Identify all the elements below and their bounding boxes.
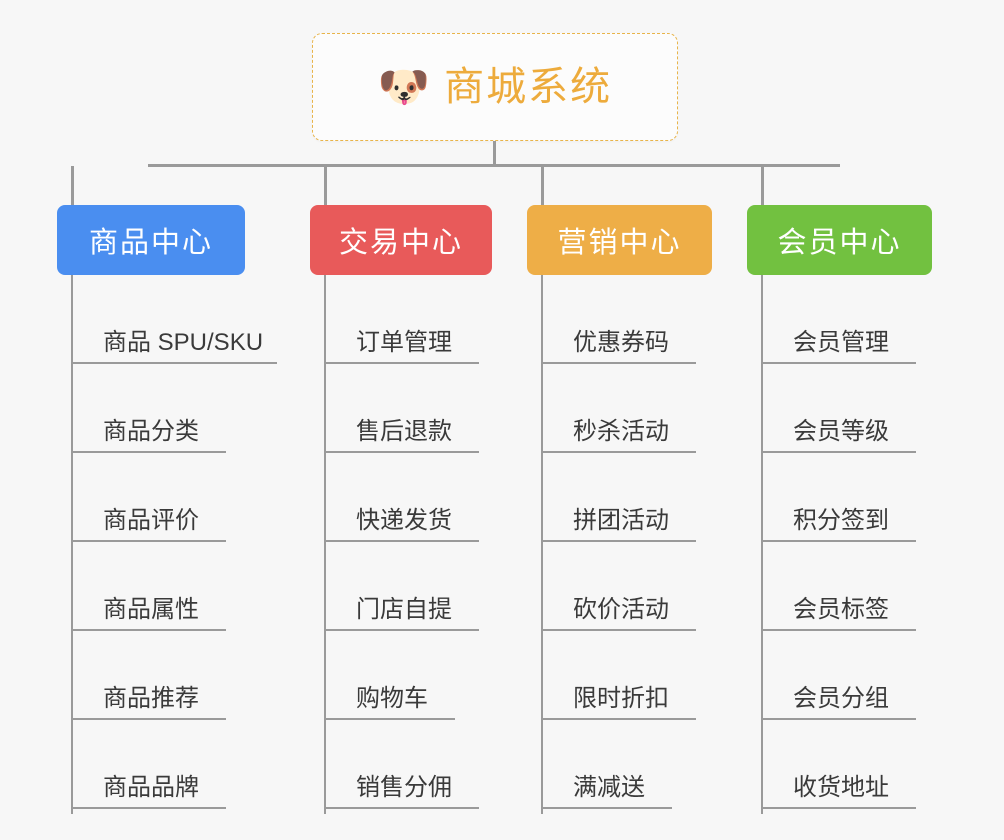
leaf-item-label: 门店自提 <box>356 595 452 623</box>
leaf-item[interactable]: 会员等级 <box>761 364 977 453</box>
leaf-item-label: 快递发货 <box>356 506 452 534</box>
leaf-item-label: 砍价活动 <box>573 595 669 623</box>
leaf-item-underline <box>761 362 916 364</box>
leaf-item-label: 优惠券码 <box>573 328 669 356</box>
leaf-item[interactable]: 秒杀活动 <box>541 364 757 453</box>
leaf-item-label: 会员等级 <box>793 417 889 445</box>
leaf-item-underline <box>71 540 226 542</box>
leaf-item-underline <box>324 362 479 364</box>
leaf-item[interactable]: 积分签到 <box>761 453 977 542</box>
category-spine-1 <box>324 275 326 814</box>
leaf-item[interactable]: 优惠券码 <box>541 275 757 364</box>
leaf-item-label: 商品品牌 <box>103 773 199 801</box>
leaf-item[interactable]: 商品品牌 <box>71 720 287 809</box>
leaf-item[interactable]: 商品推荐 <box>71 631 287 720</box>
leaf-item[interactable]: 销售分佣 <box>324 720 540 809</box>
leaf-item-underline <box>324 629 479 631</box>
leaf-item-underline <box>761 807 916 809</box>
leaf-item[interactable]: 订单管理 <box>324 275 540 364</box>
leaf-item[interactable]: 拼团活动 <box>541 453 757 542</box>
leaf-item-underline <box>761 718 916 720</box>
leaf-item-label: 满减送 <box>573 773 645 801</box>
leaf-item[interactable]: 商品属性 <box>71 542 287 631</box>
leaf-item-underline <box>541 451 696 453</box>
category-header-1[interactable]: 交易中心 <box>310 205 492 275</box>
category-drop-connector-2 <box>541 166 544 206</box>
leaf-item-underline <box>324 540 479 542</box>
horizontal-bus-connector <box>148 164 840 167</box>
leaf-item[interactable]: 会员管理 <box>761 275 977 364</box>
category-header-0[interactable]: 商品中心 <box>57 205 245 275</box>
leaf-item[interactable]: 商品 SPU/SKU <box>71 275 287 364</box>
category-drop-connector-3 <box>761 166 764 206</box>
leaf-item-underline <box>71 362 277 364</box>
leaf-item[interactable]: 购物车 <box>324 631 540 720</box>
leaf-item-label: 销售分佣 <box>356 773 452 801</box>
leaf-item[interactable]: 会员分组 <box>761 631 977 720</box>
leaf-item-label: 收货地址 <box>793 773 889 801</box>
leaf-item-underline <box>71 718 226 720</box>
leaf-item-label: 售后退款 <box>356 417 452 445</box>
leaf-item[interactable]: 满减送 <box>541 720 757 809</box>
leaf-item-underline <box>541 807 672 809</box>
leaf-item-underline <box>761 451 916 453</box>
category-drop-connector-1 <box>324 166 327 206</box>
leaf-item-label: 购物车 <box>356 684 428 712</box>
leaf-item-underline <box>761 629 916 631</box>
leaf-item-underline <box>71 629 226 631</box>
leaf-list-2: 优惠券码秒杀活动拼团活动砍价活动限时折扣满减送 <box>541 275 757 809</box>
leaf-item-label: 商品属性 <box>103 595 199 623</box>
leaf-item-label: 秒杀活动 <box>573 417 669 445</box>
leaf-item[interactable]: 商品评价 <box>71 453 287 542</box>
leaf-item[interactable]: 商品分类 <box>71 364 287 453</box>
leaf-item[interactable]: 会员标签 <box>761 542 977 631</box>
leaf-item-label: 商品评价 <box>103 506 199 534</box>
leaf-item-underline <box>324 807 479 809</box>
category-header-2[interactable]: 营销中心 <box>527 205 712 275</box>
leaf-item-underline <box>761 540 916 542</box>
leaf-item-label: 会员管理 <box>793 328 889 356</box>
leaf-item[interactable]: 售后退款 <box>324 364 540 453</box>
leaf-item-underline <box>71 451 226 453</box>
leaf-item-label: 限时折扣 <box>573 684 669 712</box>
leaf-item[interactable]: 砍价活动 <box>541 542 757 631</box>
leaf-list-0: 商品 SPU/SKU 商品分类商品评价商品属性商品推荐商品品牌 <box>71 275 287 809</box>
leaf-item-label: 商品分类 <box>103 417 199 445</box>
leaf-item[interactable]: 限时折扣 <box>541 631 757 720</box>
category-header-3[interactable]: 会员中心 <box>747 205 932 275</box>
leaf-list-1: 订单管理售后退款快递发货门店自提购物车销售分佣 <box>324 275 540 809</box>
leaf-item-label: 商品 SPU/SKU <box>103 328 264 356</box>
leaf-item-label: 会员分组 <box>793 684 889 712</box>
leaf-item-underline <box>541 718 696 720</box>
root-title: 商城系统 <box>444 65 613 109</box>
leaf-item-label: 积分签到 <box>793 506 889 534</box>
leaf-list-3: 会员管理会员等级积分签到会员标签会员分组收货地址 <box>761 275 977 809</box>
category-spine-3 <box>761 275 763 814</box>
leaf-item-underline <box>541 540 696 542</box>
leaf-item[interactable]: 收货地址 <box>761 720 977 809</box>
root-stem-connector <box>493 141 496 166</box>
leaf-item-underline <box>541 629 696 631</box>
dog-face-icon: 🐶 <box>377 63 431 110</box>
category-drop-connector-0 <box>71 166 74 206</box>
category-spine-0 <box>71 275 73 814</box>
leaf-item-label: 会员标签 <box>793 595 889 623</box>
category-spine-2 <box>541 275 543 814</box>
leaf-item-underline <box>71 807 226 809</box>
leaf-item-label: 订单管理 <box>356 328 452 356</box>
leaf-item-underline <box>324 451 479 453</box>
leaf-item[interactable]: 快递发货 <box>324 453 540 542</box>
leaf-item-label: 拼团活动 <box>573 506 669 534</box>
leaf-item-label: 商品推荐 <box>103 684 199 712</box>
root-node[interactable]: 🐶 商城系统 <box>312 33 678 141</box>
leaf-item-underline <box>541 362 696 364</box>
leaf-item-underline <box>324 718 455 720</box>
leaf-item[interactable]: 门店自提 <box>324 542 540 631</box>
